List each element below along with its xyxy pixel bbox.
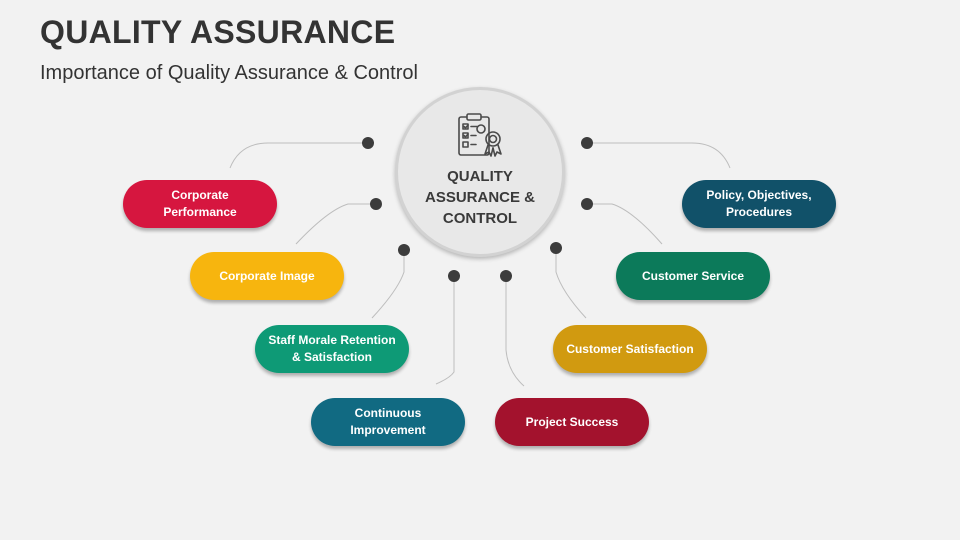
connector-corporate-performance [229, 142, 368, 169]
connector-dot [448, 270, 460, 282]
connector-customer-satisfaction [555, 248, 587, 319]
clipboard-award-icon [458, 113, 502, 157]
item-corporate-performance: Corporate Performance [123, 180, 277, 228]
connector-dot [370, 198, 382, 210]
connector-dot [398, 244, 410, 256]
item-label: Policy, Objectives, Procedures [706, 188, 812, 219]
connector-policy [587, 142, 731, 169]
item-continuous-improvement: Continuous Improvement [311, 398, 465, 446]
item-label: Project Success [525, 414, 619, 429]
page-title: QUALITY ASSURANCE [40, 14, 396, 50]
item-customer-satisfaction: Customer Satisfaction [553, 325, 707, 373]
connector-continuous-improvement [435, 276, 455, 385]
item-corporate-image: Corporate Image [190, 252, 344, 300]
connector-project-success [505, 276, 525, 387]
item-label: Corporate Performance [163, 188, 237, 219]
connector-staff-morale [371, 250, 405, 319]
connector-dot [500, 270, 512, 282]
central-hub: QUALITY ASSURANCE & CONTROL [395, 87, 565, 257]
connector-dot [550, 242, 562, 254]
item-label: Customer Service [641, 268, 745, 283]
item-label: Corporate Image [219, 268, 315, 283]
connector-corporate-image [295, 203, 376, 245]
item-project-success: Project Success [495, 398, 649, 446]
connector-dot [581, 137, 593, 149]
connector-dot [581, 198, 593, 210]
item-policy-objectives: Policy, Objectives, Procedures [682, 180, 836, 228]
connector-customer-service [587, 203, 663, 245]
item-label: Staff Morale Retention & Satisfaction [268, 333, 396, 364]
page-subtitle: Importance of Quality Assurance & Contro… [40, 62, 418, 84]
item-label: Customer Satisfaction [566, 341, 694, 356]
hub-label-text: QUALITY ASSURANCE & CONTROL [424, 168, 535, 227]
item-staff-morale: Staff Morale Retention & Satisfaction [255, 325, 409, 373]
connector-dot [362, 137, 374, 149]
item-customer-service: Customer Service [616, 252, 770, 300]
item-label: Continuous Improvement [350, 406, 426, 437]
hub-label: QUALITY ASSURANCE & CONTROL [398, 166, 562, 229]
